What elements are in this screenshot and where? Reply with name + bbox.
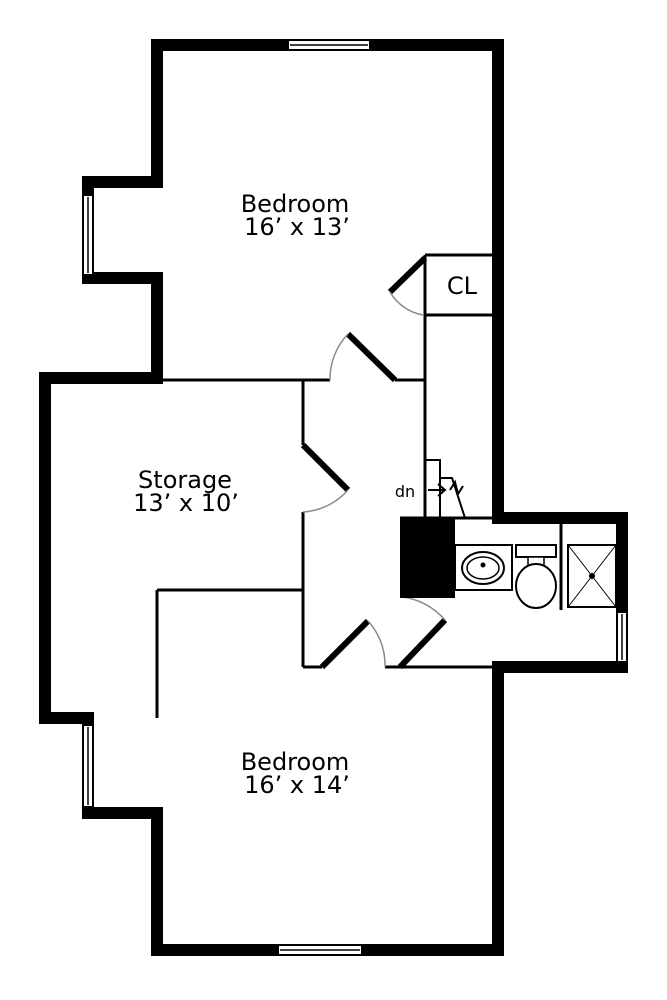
storage-size: 13’ x 10’ <box>133 489 239 517</box>
shower <box>567 544 617 608</box>
toilet <box>515 544 557 609</box>
door-closet <box>387 255 428 316</box>
sink-vanity <box>454 544 513 591</box>
window-bottom <box>277 944 363 956</box>
bedroom-top-name: Bedroom <box>241 190 350 218</box>
bedroom-bottom-name: Bedroom <box>241 748 350 776</box>
stairs <box>425 459 466 519</box>
door-storage <box>300 442 351 513</box>
window-left-lower <box>82 724 94 808</box>
bedroom-bottom-size: 16’ x 14’ <box>244 771 350 799</box>
door-bath <box>397 596 448 670</box>
door-lower-bedroom <box>319 618 386 670</box>
closet-label: CL <box>447 272 478 300</box>
window-left-upper <box>82 194 94 276</box>
exterior-wall <box>39 39 628 956</box>
storage-name: Storage <box>138 466 232 494</box>
interior-walls <box>155 253 498 718</box>
window-top <box>287 39 371 51</box>
door-upper-bedroom <box>329 331 398 383</box>
bedroom-top-size: 16’ x 13’ <box>244 213 350 241</box>
window-bath <box>616 611 628 663</box>
bath-wall-block <box>400 518 455 598</box>
stairs-direction-label: dn <box>395 482 415 501</box>
